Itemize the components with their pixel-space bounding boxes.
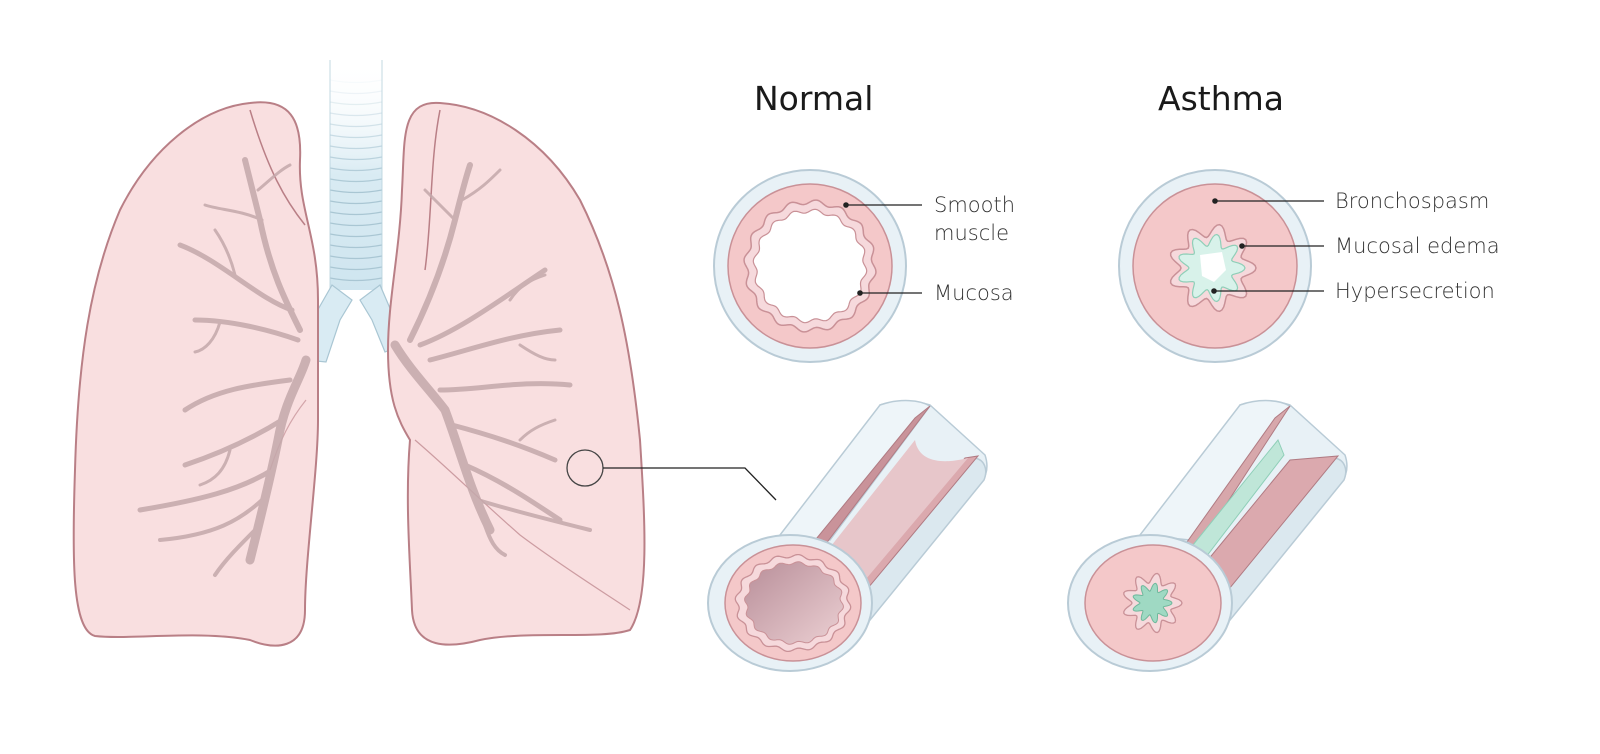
label-smooth-muscle-2: muscle [934,221,1009,245]
normal-labels: Smooth muscle Mucosa [843,193,1015,305]
trachea [305,60,403,363]
normal-cross-section [713,169,907,363]
asthma-airway-tube [1067,399,1348,672]
right-lung [72,101,319,647]
left-lung [386,101,646,646]
bronchial-tree [137,157,592,577]
label-bronchospasm: Bronchospasm [1335,189,1489,213]
label-hypersecretion: Hypersecretion [1335,279,1495,303]
heading-asthma: Asthma [1158,79,1284,118]
label-smooth-muscle-1: Smooth [934,193,1015,217]
zoom-marker [566,449,604,487]
asthma-labels: Bronchospasm Mucosal edema Hypersecretio… [1211,189,1500,303]
heading-normal: Normal [754,79,873,118]
label-mucosa: Mucosa [934,281,1014,305]
lungs [72,60,777,647]
asthma-cross-section [1118,169,1312,363]
normal-airway-tube [707,399,988,672]
label-mucosal-edema: Mucosal edema [1335,234,1500,258]
